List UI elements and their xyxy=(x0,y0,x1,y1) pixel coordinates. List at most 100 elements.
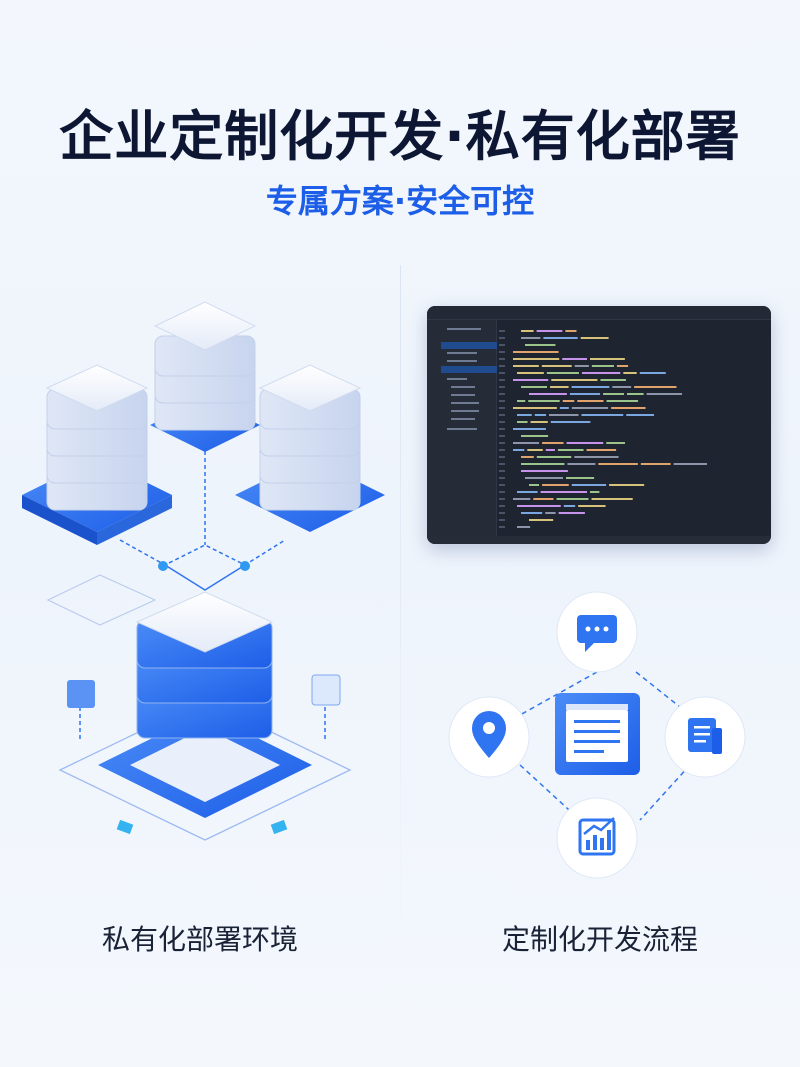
line-number xyxy=(499,477,505,479)
server-rack-left xyxy=(22,364,172,545)
code-token xyxy=(549,414,579,416)
code-token xyxy=(517,491,538,493)
line-number xyxy=(499,442,505,444)
code-token xyxy=(600,379,626,381)
code-token xyxy=(521,512,543,514)
left-caption: 私有化部署环境 xyxy=(101,923,298,956)
server-rack-center xyxy=(150,301,260,452)
code-token xyxy=(627,393,644,395)
line-number xyxy=(499,421,505,423)
code-token xyxy=(521,463,565,465)
code-editor-screenshot xyxy=(427,306,771,544)
code-token xyxy=(640,463,671,465)
code-token xyxy=(541,365,572,367)
code-token xyxy=(525,344,556,346)
code-token xyxy=(550,421,591,423)
code-token xyxy=(521,456,534,458)
line-number xyxy=(499,414,505,416)
line-number xyxy=(499,463,505,465)
code-token xyxy=(609,484,645,486)
line-number xyxy=(499,330,505,332)
line-number xyxy=(499,519,505,521)
code-token xyxy=(626,414,654,416)
line-number xyxy=(499,428,505,430)
code-token xyxy=(589,491,600,493)
code-token xyxy=(567,463,596,465)
code-token xyxy=(616,365,629,367)
code-token xyxy=(521,337,541,339)
code-token xyxy=(646,393,683,395)
code-token xyxy=(525,477,564,479)
code-token xyxy=(623,372,637,374)
code-token xyxy=(543,337,578,339)
location-pin-icon xyxy=(472,711,506,758)
line-number xyxy=(499,456,505,458)
line-number xyxy=(499,435,505,437)
chat-icon xyxy=(577,615,617,652)
code-token xyxy=(517,526,531,528)
page-title: 企业定制化开发·私有化部署 xyxy=(59,105,741,168)
code-token xyxy=(563,505,576,507)
code-token xyxy=(571,484,607,486)
code-token xyxy=(577,400,604,402)
notes-icon xyxy=(688,718,722,754)
code-token xyxy=(530,421,548,423)
code-token xyxy=(574,456,619,458)
code-token xyxy=(569,393,601,395)
code-token xyxy=(562,400,575,402)
code-token xyxy=(581,372,621,374)
code-token xyxy=(580,337,609,339)
code-token xyxy=(557,449,584,451)
code-token xyxy=(550,386,569,388)
line-number xyxy=(499,365,505,367)
code-token xyxy=(603,393,625,395)
editor-code-area xyxy=(499,326,767,534)
code-token xyxy=(639,372,666,374)
code-token xyxy=(536,456,572,458)
line-number xyxy=(499,505,505,507)
code-token xyxy=(528,400,560,402)
code-token xyxy=(517,372,544,374)
line-number xyxy=(499,512,505,514)
code-token xyxy=(546,372,579,374)
main-server xyxy=(58,591,352,841)
code-token xyxy=(513,379,549,381)
code-token xyxy=(559,407,569,409)
code-token xyxy=(529,393,567,395)
line-number xyxy=(499,358,505,360)
code-token xyxy=(529,484,540,486)
line-number xyxy=(499,470,505,472)
code-token xyxy=(562,358,587,360)
code-token xyxy=(571,407,609,409)
code-token xyxy=(536,330,563,332)
code-token xyxy=(574,365,589,367)
code-token xyxy=(551,379,598,381)
chart-icon xyxy=(578,817,616,856)
line-number xyxy=(499,393,505,395)
document-window-icon xyxy=(555,693,640,775)
code-token xyxy=(521,330,534,332)
right-caption: 定制化开发流程 xyxy=(501,923,698,956)
code-token xyxy=(513,358,560,360)
line-number xyxy=(499,491,505,493)
code-token xyxy=(571,386,610,388)
code-token xyxy=(545,512,556,514)
code-token xyxy=(517,421,528,423)
editor-file-explorer xyxy=(441,320,497,536)
code-token xyxy=(606,400,639,402)
code-token xyxy=(586,449,617,451)
editor-status-bar xyxy=(427,536,771,544)
code-token xyxy=(589,358,625,360)
line-number xyxy=(499,337,505,339)
code-token xyxy=(581,414,624,416)
code-token xyxy=(566,477,595,479)
line-number xyxy=(499,526,505,528)
line-number xyxy=(499,372,505,374)
code-token xyxy=(521,470,568,472)
code-token xyxy=(634,386,677,388)
code-token xyxy=(591,498,633,500)
code-token xyxy=(612,386,632,388)
code-token xyxy=(556,498,589,500)
editor-title-bar xyxy=(427,306,771,320)
code-token xyxy=(558,512,585,514)
